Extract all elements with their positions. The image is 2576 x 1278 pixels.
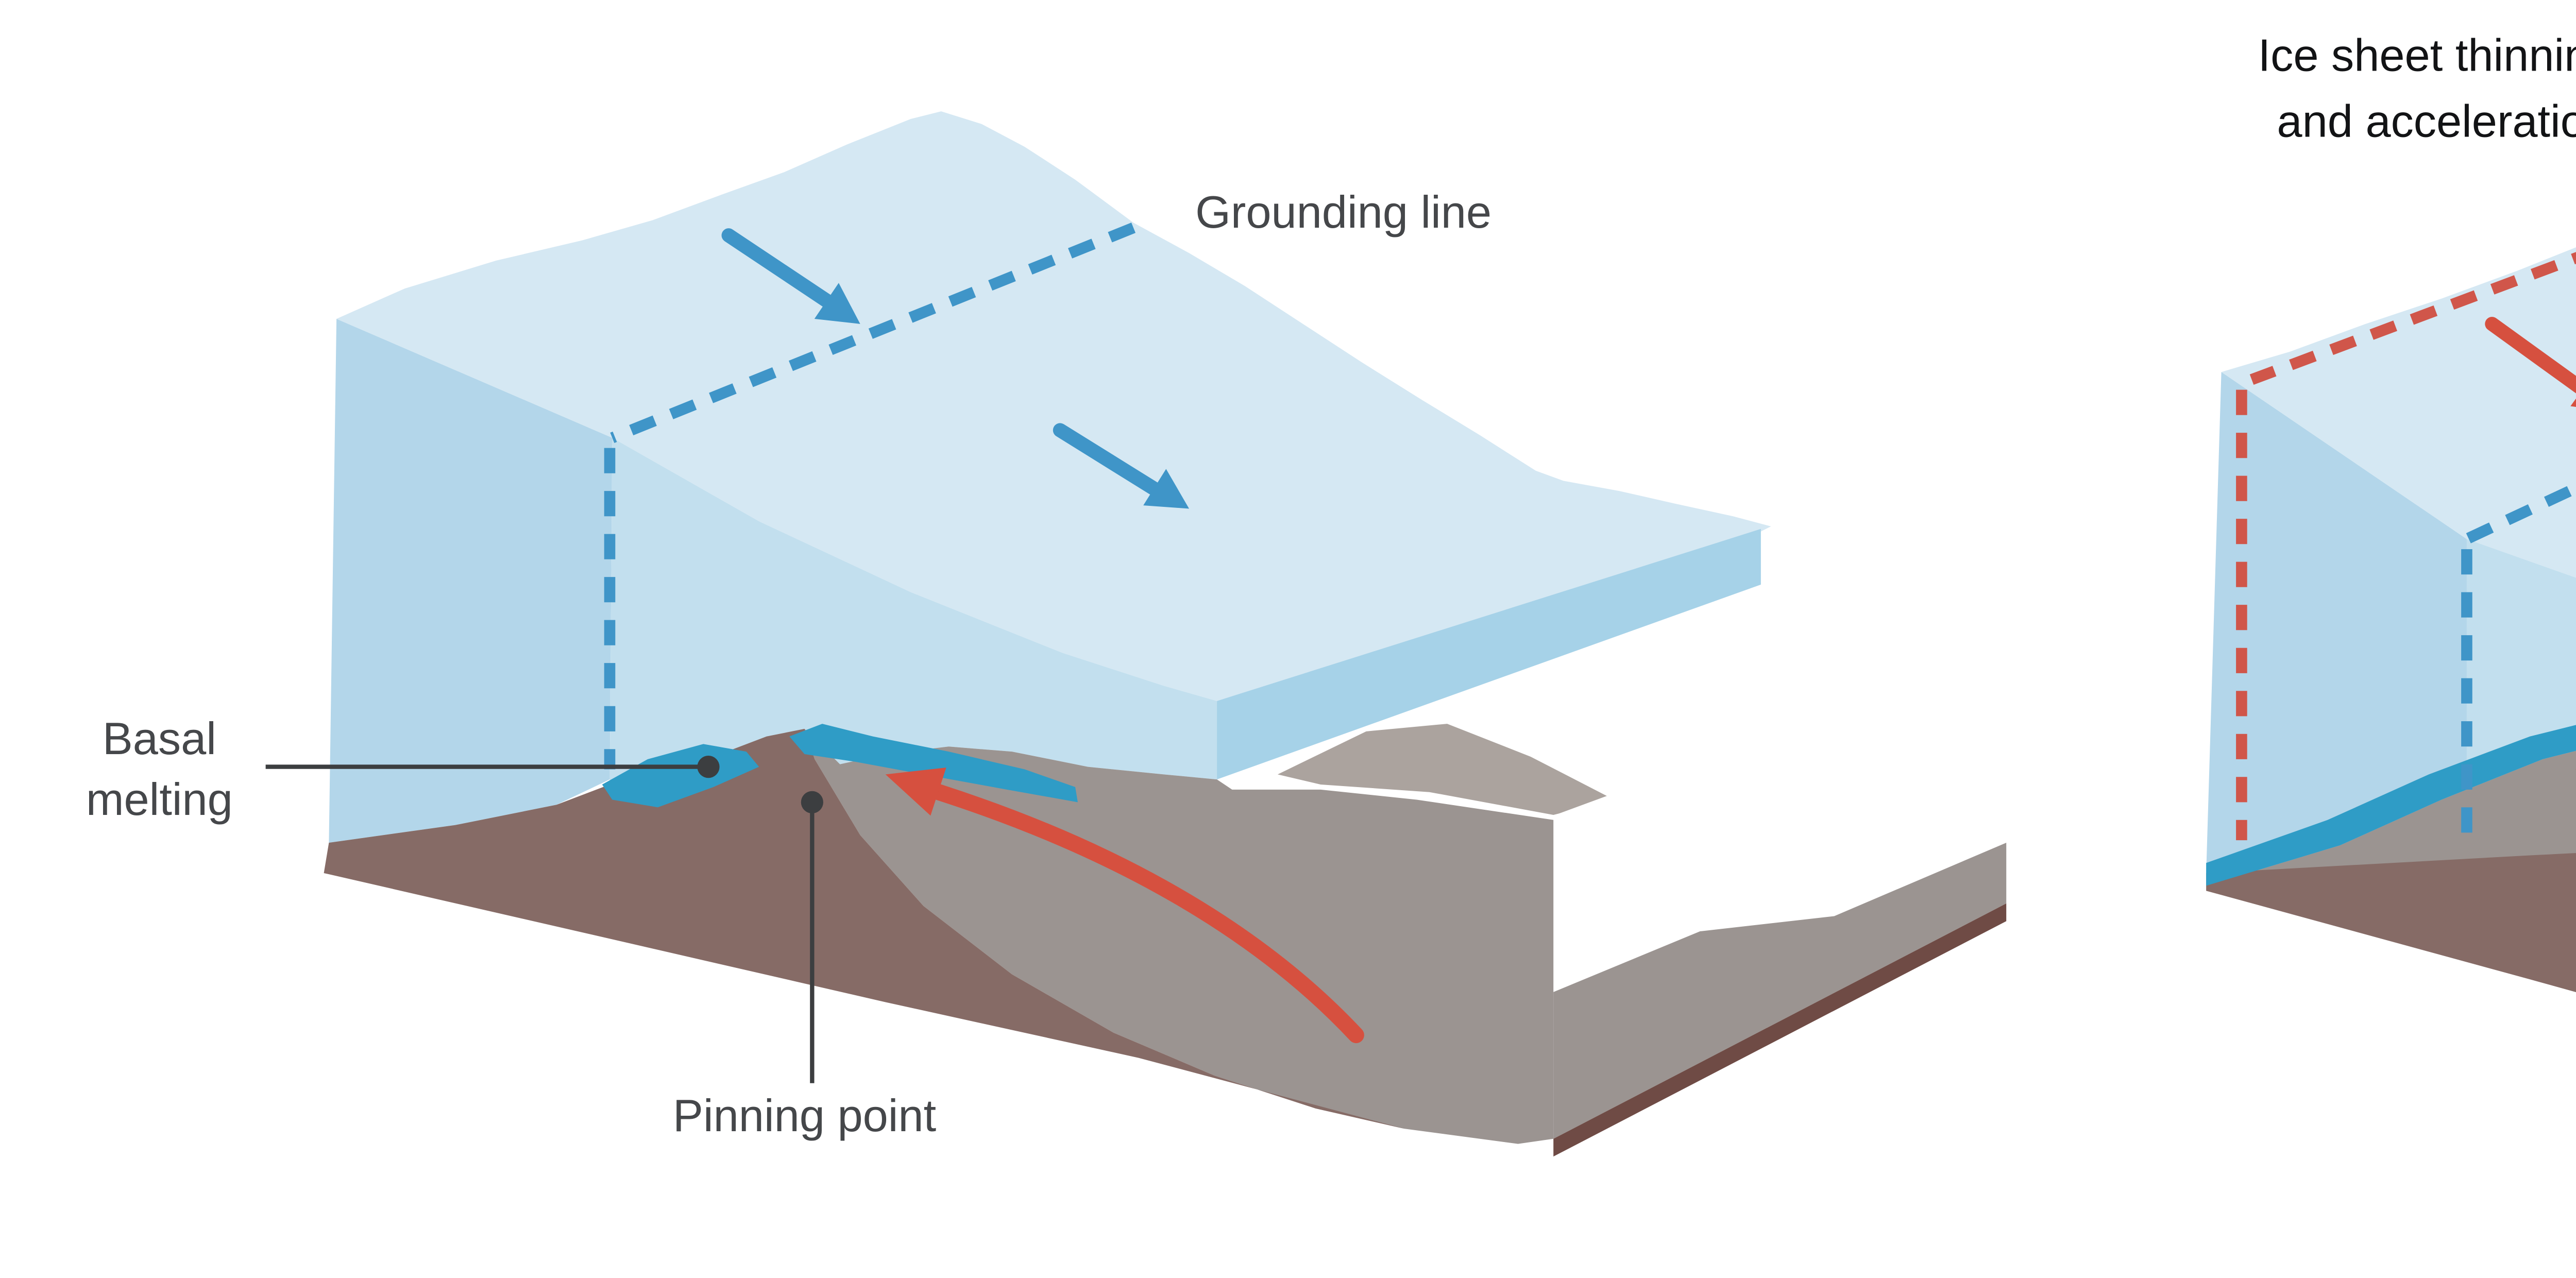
thinning-label-line1: Ice sheet thinning [2258,30,2576,81]
left-ice-side-face [329,319,613,843]
basal-melting-dot [697,755,720,778]
thinning-label-line2: and acceleration [2277,95,2576,146]
ice-flow-arrowhead-icon [814,283,860,324]
left-rock-right-face-bottom [1553,903,2007,1157]
grounding-line-label: Grounding line [1195,186,1492,237]
left-ice-front-face [609,437,1217,785]
former-profile-dashed-top [2249,252,2576,385]
left-diagram: Grounding line Basal melting Pinning poi… [86,111,2011,1158]
ice-flow-arrow-icon [1053,423,1161,496]
left-bedrock-front-face [324,728,1404,1129]
warm-water-arrowhead-icon [885,768,946,816]
left-ice-shelf-front-edge [1217,529,1761,780]
left-seabed-right-face [1553,842,2007,1139]
right-ice-side-face [2206,372,2467,873]
right-grounding-line-dashed-top [2464,482,2576,544]
fast-flow-arrow-icon [2485,317,2576,394]
left-basal-melt-patch-east [789,724,1078,803]
basal-melting-label-line1: Basal [103,713,216,764]
left-grounding-line-dashed-top [610,223,1136,443]
right-bedrock-front-face [2206,853,2576,993]
basal-melting-label-line2: melting [86,774,233,825]
warm-water-arrow-icon [930,784,1364,1044]
left-ice-top-surface [336,111,1771,701]
pinning-point-label: Pinning point [673,1090,936,1141]
pinning-point-dot [801,791,823,813]
left-cavity-wall [804,728,1554,1144]
left-basal-melt-patch-west [602,744,759,808]
right-diagram: Ice sheet thinning and acceleration Grou… [2206,30,2576,993]
right-cavity-wall [2206,751,2576,886]
left-seabed-through-water [1277,724,1615,815]
ice-flow-arrow-icon [721,228,835,309]
right-basal-melt-band [2206,725,2576,886]
ice-flow-arrowhead-icon [1143,469,1190,509]
fast-flow-arrowhead-icon [2570,398,2576,407]
right-ice-top-surface [2221,247,2576,578]
